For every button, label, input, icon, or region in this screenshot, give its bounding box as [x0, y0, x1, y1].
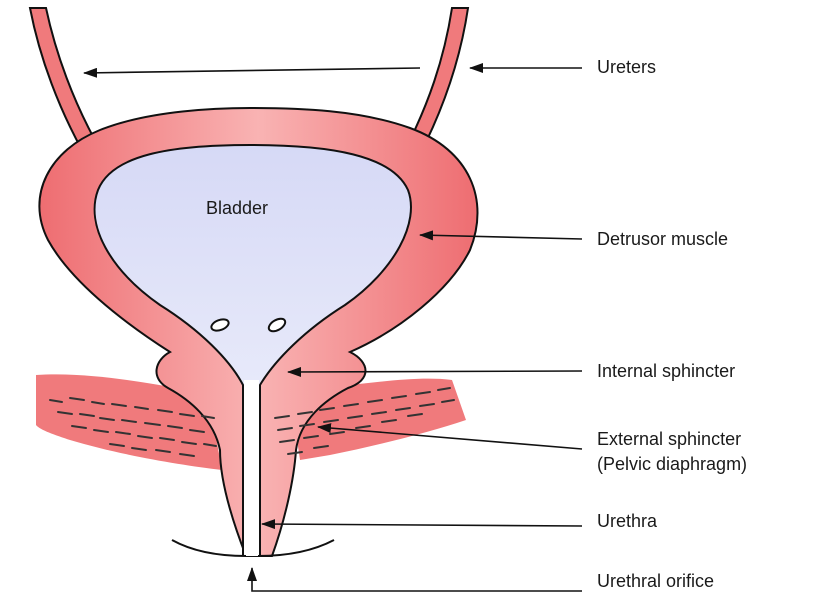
arrow-ureters-left [84, 68, 420, 73]
perineum-left [172, 540, 246, 556]
pelvic-diaphragm-label: (Pelvic diaphragm) [597, 453, 747, 475]
internal-sphincter-label: Internal sphincter [597, 360, 735, 382]
arrow-urethra [262, 524, 582, 526]
urethra-label: Urethra [597, 510, 657, 532]
urethra-channel [244, 380, 259, 556]
arrow-internal-sphincter [288, 371, 582, 372]
bladder-label: Bladder [206, 197, 268, 219]
ureters-label: Ureters [597, 56, 656, 78]
urethral-orifice-label: Urethral orifice [597, 570, 714, 592]
arrow-urethral-orifice [252, 568, 582, 591]
detrusor-muscle-label: Detrusor muscle [597, 228, 728, 250]
left-ureter [30, 8, 96, 150]
external-sphincter-label: External sphincter [597, 428, 741, 450]
